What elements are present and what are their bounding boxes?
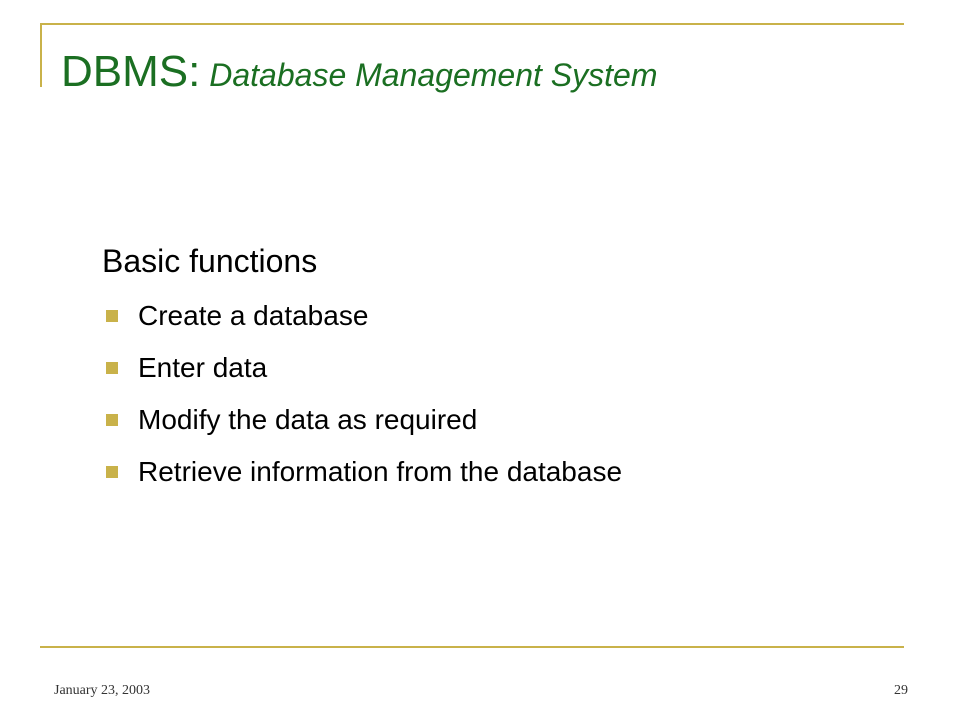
footer-date: January 23, 2003 <box>54 683 151 698</box>
bullet-item: Modify the data as required <box>102 394 902 446</box>
slide-content: Basic functions Create a database Enter … <box>102 236 902 498</box>
slide-title: DBMS: Database Management System <box>61 40 657 107</box>
content-heading: Basic functions <box>102 243 318 279</box>
bullet-text: Create a database <box>138 300 369 331</box>
bullet-item: Enter data <box>102 342 902 394</box>
square-bullet-icon <box>106 466 118 478</box>
title-main: DBMS: <box>61 47 201 96</box>
frame-left-rule <box>40 23 42 87</box>
bullet-item: Retrieve information from the database <box>102 446 902 498</box>
frame-top-rule <box>40 23 904 25</box>
bullet-text: Retrieve information from the database <box>138 456 623 487</box>
square-bullet-icon <box>106 310 118 322</box>
bullet-text: Enter data <box>138 352 268 383</box>
bullet-item: Create a database <box>102 290 902 342</box>
footer-page-number: 29 <box>894 683 908 698</box>
square-bullet-icon <box>106 414 118 426</box>
frame-bottom-rule <box>40 646 904 648</box>
title-subtitle: Database Management System <box>209 57 658 93</box>
square-bullet-icon <box>106 362 118 374</box>
bullet-text: Modify the data as required <box>138 404 478 435</box>
bullet-list: Create a database Enter data Modify the … <box>102 290 902 498</box>
